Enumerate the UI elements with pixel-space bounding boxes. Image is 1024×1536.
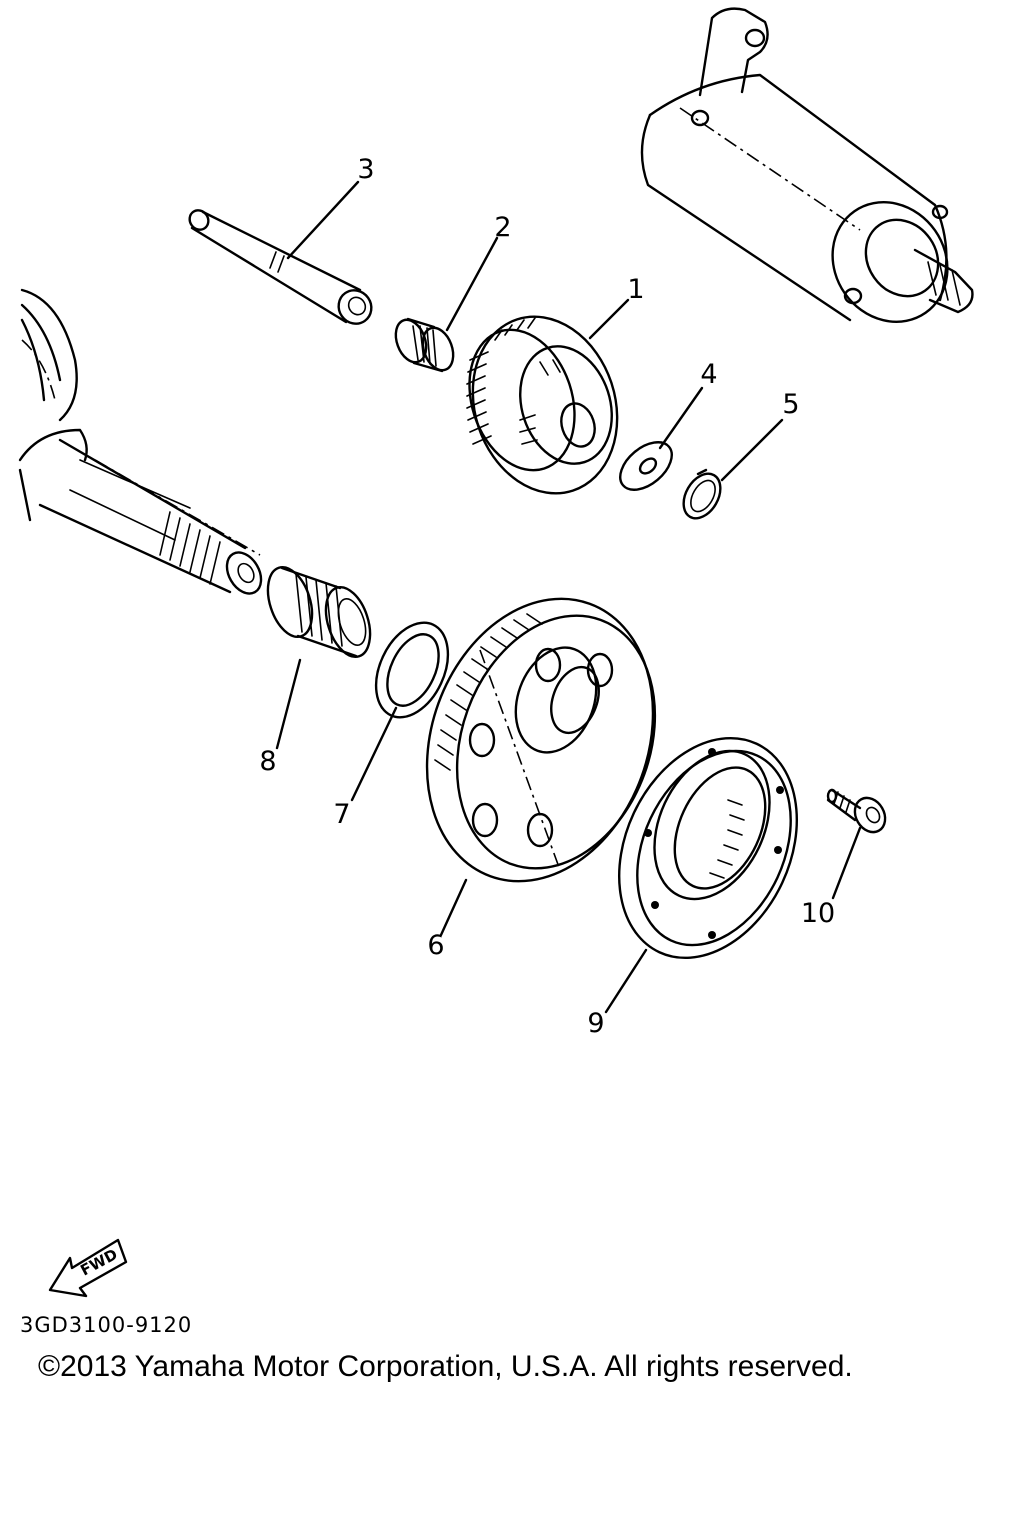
callout-leader-5 (720, 418, 784, 482)
callout-leader-6 (439, 878, 468, 937)
callout-number-10: 10 (801, 898, 835, 929)
washer-part-4 (619, 441, 673, 491)
callout-number-2: 2 (494, 212, 511, 243)
shaft-part-3 (188, 209, 373, 325)
drawing-code: 3GD3100-9120 (20, 1313, 192, 1337)
crankshaft (18, 288, 263, 595)
starter-wheel-gear-part-6 (425, 597, 657, 883)
callout-number-4: 4 (700, 359, 717, 390)
idler-gear-part-1 (466, 315, 619, 495)
callout-number-5: 5 (782, 389, 799, 420)
callout-leader-8 (275, 658, 302, 750)
needle-bearing-part-2 (394, 317, 455, 373)
callout-number-7: 7 (333, 799, 350, 830)
washer-part-7 (374, 621, 450, 719)
callout-leader-4 (658, 386, 704, 450)
callout-number-6: 6 (427, 930, 444, 961)
starter-motor (640, 7, 974, 323)
one-way-clutch-part-9 (618, 736, 798, 960)
circlip-part-5 (682, 468, 722, 520)
copyright-notice: ©2013 Yamaha Motor Corporation, U.S.A. A… (38, 1350, 853, 1383)
callout-leader-9 (604, 948, 648, 1014)
callout-number-3: 3 (357, 154, 374, 185)
callout-leader-2 (445, 236, 499, 332)
callout-number-8: 8 (259, 746, 276, 777)
callout-number-1: 1 (627, 274, 644, 305)
callout-leader-1 (588, 298, 630, 340)
callout-leader-7 (350, 706, 398, 802)
callout-leader-3 (286, 180, 360, 260)
fwd-arrow-icon: FWD (48, 1238, 128, 1298)
callout-number-9: 9 (587, 1008, 604, 1039)
callout-leader-10 (831, 826, 862, 900)
needle-bearing-part-8 (266, 566, 372, 658)
callout-layer: 1 2 3 4 5 6 7 8 9 10 (259, 154, 862, 1039)
bolt-part-10 (826, 788, 887, 834)
